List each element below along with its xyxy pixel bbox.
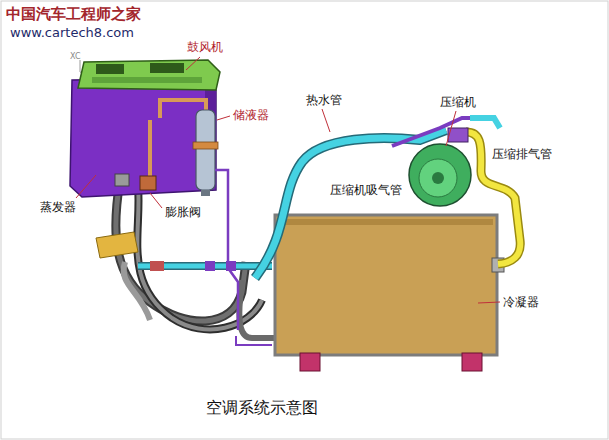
part-label: 压缩机 bbox=[440, 95, 476, 109]
part-label: 热水管 bbox=[306, 93, 342, 107]
part-label: 储液器 bbox=[233, 108, 269, 122]
watermark: 中国汽车工程师之家 bbox=[6, 5, 141, 23]
part-label: 冷凝器 bbox=[503, 295, 539, 309]
axis-label: XC bbox=[70, 52, 80, 62]
part-label: 压缩排气管 bbox=[492, 147, 552, 161]
part-label: 鼓风机 bbox=[187, 40, 223, 54]
caption: 空调系统示意图 bbox=[206, 398, 318, 417]
part-label: 压缩机吸气管 bbox=[330, 183, 402, 197]
part-label: 膨胀阀 bbox=[165, 205, 201, 219]
watermark: www.cartech8.com bbox=[10, 25, 134, 41]
part-label: 蒸发器 bbox=[40, 200, 76, 214]
